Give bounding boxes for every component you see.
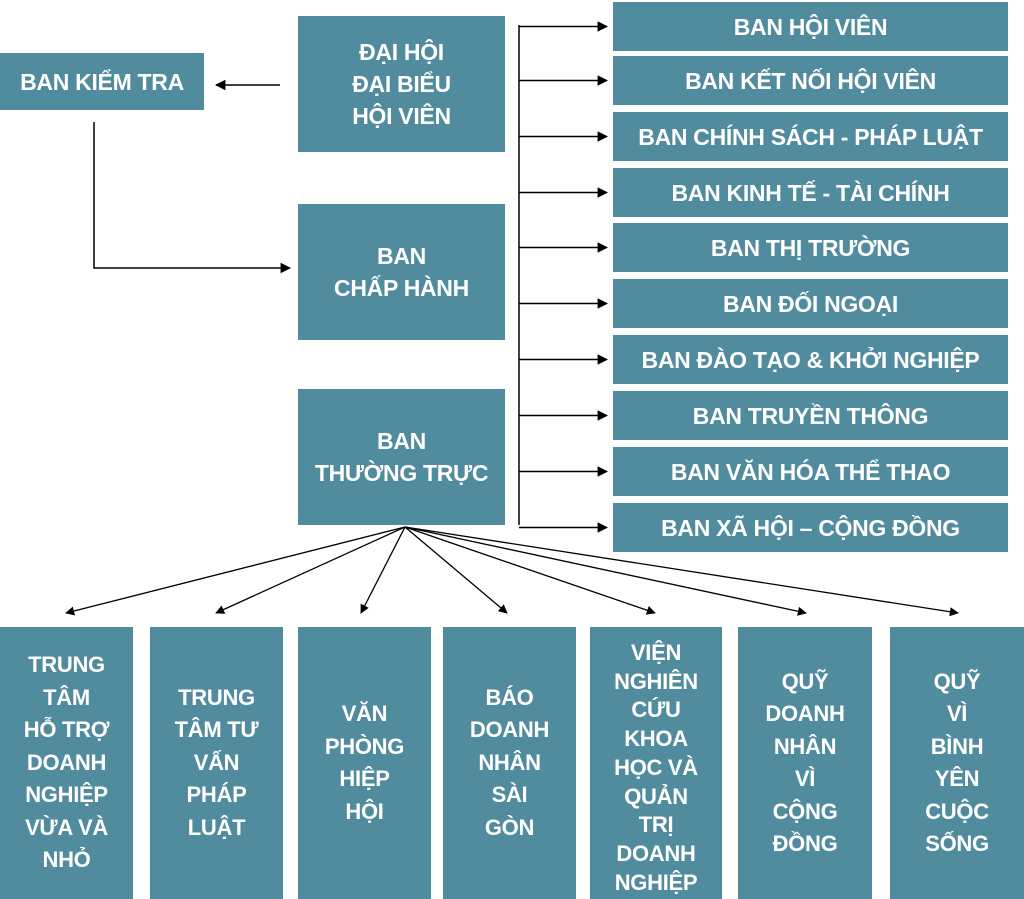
committee-box: BAN TRUYỀN THÔNG xyxy=(613,391,1008,440)
committee-box: BAN ĐỐI NGOẠI xyxy=(613,279,1008,328)
committee-label: BAN TRUYỀN THÔNG xyxy=(692,402,929,429)
unit-arrow xyxy=(404,526,656,615)
committee-label: BAN CHÍNH SÁCH - PHÁP LUẬT xyxy=(638,123,983,150)
ban-thuong-truc-box: BAN THƯỜNG TRỰC xyxy=(298,389,505,525)
committee-label: BAN HỘI VIÊN xyxy=(733,13,888,40)
ban-kiem-tra-label: BAN KIỂM TRA xyxy=(20,68,184,95)
committee-label: BAN KINH TẾ - TÀI CHÍNH xyxy=(671,179,950,206)
committee-box: BAN THỊ TRƯỜNG xyxy=(613,223,1008,272)
committee-label: BAN ĐỐI NGOẠI xyxy=(723,290,898,317)
unit-box: TRUNG TÂM HỖ TRỢ DOANH NGHIỆP VỪA VÀ NHỎ xyxy=(0,627,133,899)
committee-box: BAN ĐÀO TẠO & KHỞI NGHIỆP xyxy=(613,335,1008,384)
arrow-kiemtra-to-chaphanh xyxy=(93,122,292,274)
committee-box: BAN KINH TẾ - TÀI CHÍNH xyxy=(613,168,1008,217)
committee-box: BAN XÃ HỘI – CỘNG ĐỒNG xyxy=(613,503,1008,552)
unit-box: VIỆN NGHIÊN CỨU KHOA HỌC VÀ QUẢN TRỊ DOA… xyxy=(590,627,722,899)
committee-label: BAN THỊ TRƯỜNG xyxy=(710,234,911,261)
unit-box: QUỸ VÌ BÌNH YÊN CUỘC SỐNG xyxy=(890,627,1024,899)
committee-box: BAN CHÍNH SÁCH - PHÁP LUẬT xyxy=(613,112,1008,161)
ban-chap-hanh-label: BAN CHẤP HÀNH xyxy=(334,243,469,301)
ban-kiem-tra-box: BAN KIỂM TRA xyxy=(0,53,204,110)
ban-chap-hanh-box: BAN CHẤP HÀNH xyxy=(298,204,505,340)
committee-label: BAN VĂN HÓA THỂ THAO xyxy=(670,458,951,485)
unit-arrow xyxy=(215,526,406,614)
unit-arrow xyxy=(404,526,959,617)
unit-label: QUỸ DOANH NHÂN VÌ CỘNG ĐỒNG xyxy=(765,668,845,857)
dai-hoi-box: ĐẠI HỘI ĐẠI BIỂU HỘI VIÊN xyxy=(298,16,505,152)
committee-box: BAN VĂN HÓA THỂ THAO xyxy=(613,447,1008,496)
unit-label: VIỆN NGHIÊN CỨU KHOA HỌC VÀ QUẢN TRỊ DOA… xyxy=(614,640,698,895)
committee-label: BAN KẾT NỐI HỘI VIÊN xyxy=(685,67,936,94)
unit-label: BÁO DOANH NHÂN SÀI GÒN xyxy=(469,684,550,840)
unit-label: VĂN PHÒNG HIỆP HỘI xyxy=(324,701,405,824)
unit-arrow xyxy=(404,526,807,616)
unit-box: VĂN PHÒNG HIỆP HỘI xyxy=(298,627,431,899)
unit-box: BÁO DOANH NHÂN SÀI GÒN xyxy=(443,627,576,899)
unit-arrow xyxy=(360,526,406,614)
unit-label: TRUNG TÂM HỖ TRỢ DOANH NGHIỆP VỪA VÀ NHỎ xyxy=(23,652,110,873)
committee-box: BAN HỘI VIÊN xyxy=(613,2,1008,51)
committee-box: BAN KẾT NỐI HỘI VIÊN xyxy=(613,56,1008,105)
unit-box: TRUNG TÂM TƯ VẤN PHÁP LUẬT xyxy=(150,627,283,899)
dai-hoi-label: ĐẠI HỘI ĐẠI BIỂU HỘI VIÊN xyxy=(352,39,451,129)
ban-thuong-truc-label: BAN THƯỜNG TRỰC xyxy=(314,428,489,486)
unit-label: QUỸ VÌ BÌNH YÊN CUỘC SỐNG xyxy=(925,668,989,857)
unit-label: TRUNG TÂM TƯ VẤN PHÁP LUẬT xyxy=(174,684,259,840)
committee-label: BAN XÃ HỘI – CỘNG ĐỒNG xyxy=(661,514,960,541)
committee-label: BAN ĐÀO TẠO & KHỞI NGHIỆP xyxy=(641,346,980,373)
unit-box: QUỸ DOANH NHÂN VÌ CỘNG ĐỒNG xyxy=(738,627,872,899)
unit-arrow xyxy=(65,526,406,616)
unit-arrow xyxy=(404,526,508,614)
